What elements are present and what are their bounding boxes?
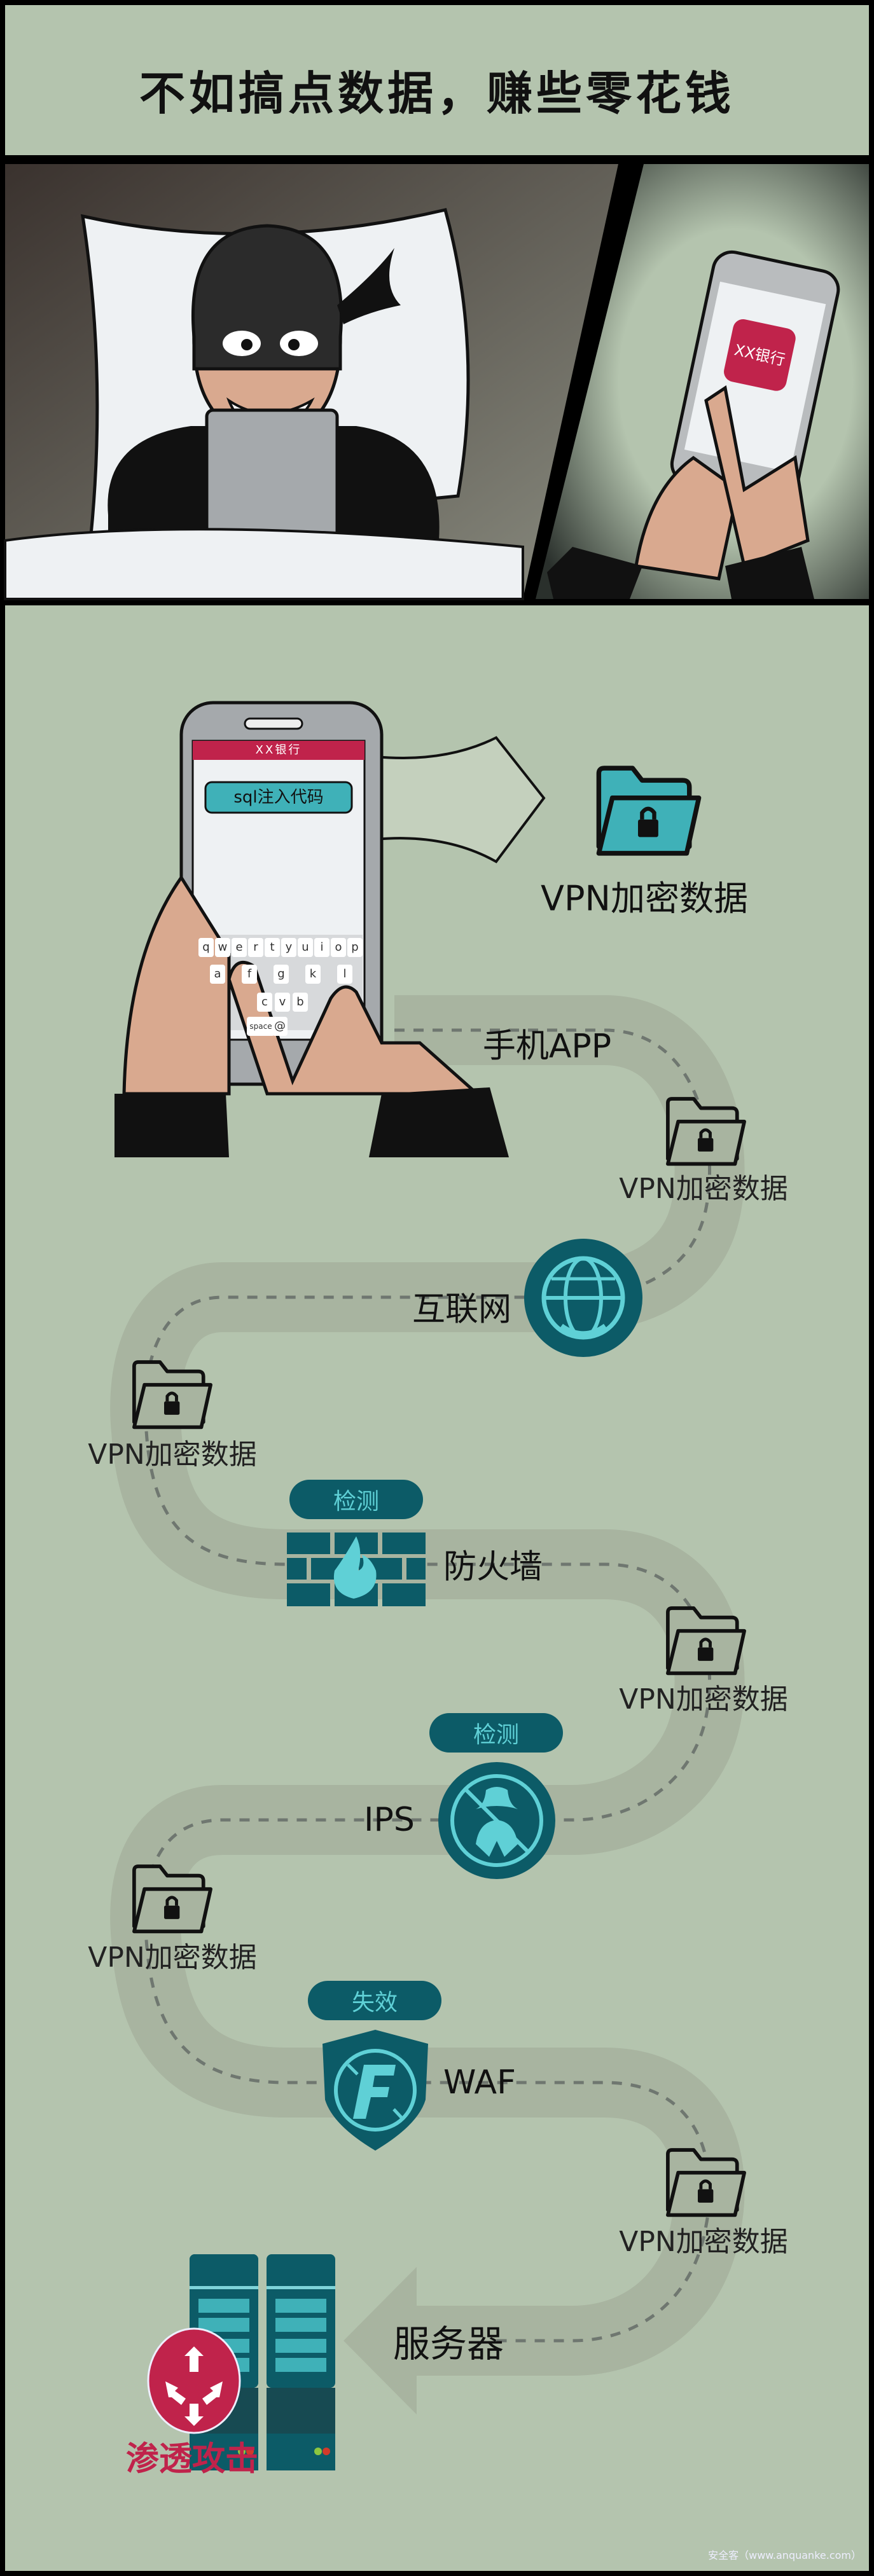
- road-dashed-line: [143, 1028, 712, 2343]
- sql-input-label[interactable]: sql注入代码: [233, 788, 324, 807]
- node-label-firewall: 防火墙: [443, 1548, 543, 1587]
- firewall-icon: [287, 1533, 426, 1606]
- key-y[interactable]: y: [281, 938, 296, 957]
- key-i[interactable]: i: [314, 938, 329, 957]
- attack-icon: [147, 2327, 241, 2434]
- bank-header: XX银行: [255, 743, 302, 757]
- bank-header-bar: [193, 741, 364, 760]
- comic-illustration: XX银行: [0, 159, 874, 604]
- status-badge-waf: 失效: [308, 1981, 441, 2020]
- key-a[interactable]: a: [210, 965, 225, 984]
- node-label-server: 服务器: [392, 2322, 504, 2366]
- sql-input-button: [204, 781, 353, 814]
- lock-folder-icon: [665, 1606, 747, 1679]
- waf-shield-icon: [323, 2030, 428, 2151]
- vpn-label: VPN加密数据: [619, 2226, 788, 2258]
- blanket: [4, 528, 524, 600]
- node-label-ips: IPS: [364, 1801, 415, 1839]
- watermark: 安全客（www.anquanke.com）: [708, 2549, 861, 2561]
- lock-folder-icon: [595, 766, 703, 860]
- status-badge-firewall: 检测: [289, 1480, 423, 1519]
- key-u[interactable]: u: [298, 938, 313, 957]
- key-c[interactable]: c: [257, 993, 272, 1012]
- key-r[interactable]: r: [248, 938, 263, 957]
- lock-folder-icon: [131, 1864, 214, 1938]
- globe-icon: [524, 1239, 642, 1357]
- key-space[interactable]: space: [247, 1017, 275, 1036]
- key-e[interactable]: e: [232, 938, 247, 957]
- key-q[interactable]: q: [198, 938, 214, 957]
- thief-panel: [4, 164, 618, 600]
- lock-folder-icon: [665, 2148, 747, 2221]
- key-v[interactable]: v: [275, 993, 290, 1012]
- title-panel: 不如搞点数据，赚些零花钱: [5, 5, 869, 155]
- key-g[interactable]: g: [274, 965, 289, 984]
- key-t[interactable]: t: [265, 938, 280, 957]
- attack-label: 渗透攻击: [125, 2440, 259, 2479]
- vpn-label: VPN加密数据: [541, 878, 748, 919]
- blocked-spy-icon: [438, 1762, 555, 1879]
- vpn-label: VPN加密数据: [619, 1683, 788, 1716]
- key-p[interactable]: p: [347, 938, 363, 957]
- key-b[interactable]: b: [293, 993, 308, 1012]
- key-k[interactable]: k: [305, 965, 321, 984]
- key-f[interactable]: f: [242, 965, 257, 984]
- key-at[interactable]: @: [272, 1017, 288, 1036]
- key-w[interactable]: w: [215, 938, 230, 957]
- vpn-label: VPN加密数据: [88, 1941, 257, 1974]
- node-label-waf: WAF: [443, 2063, 517, 2102]
- vpn-label: VPN加密数据: [88, 1438, 257, 1471]
- vpn-label: VPN加密数据: [619, 1173, 788, 1205]
- road-arrowhead: [343, 2267, 417, 2414]
- phone-tap-panel: XX银行: [536, 164, 869, 599]
- status-badge-ips: 检测: [429, 1713, 563, 1753]
- hacker-phone: [114, 701, 509, 1157]
- key-l[interactable]: l: [337, 965, 352, 984]
- node-label-app: 手机APP: [482, 1027, 612, 1066]
- key-o[interactable]: o: [331, 938, 346, 957]
- node-label-internet: 互联网: [412, 1290, 512, 1329]
- page-title: 不如搞点数据，赚些零花钱: [139, 67, 735, 120]
- arrow-to-vpn: [374, 736, 546, 864]
- lock-folder-icon: [131, 1360, 214, 1433]
- lock-folder-icon: [665, 1097, 747, 1170]
- bank-app-icon: [724, 319, 796, 391]
